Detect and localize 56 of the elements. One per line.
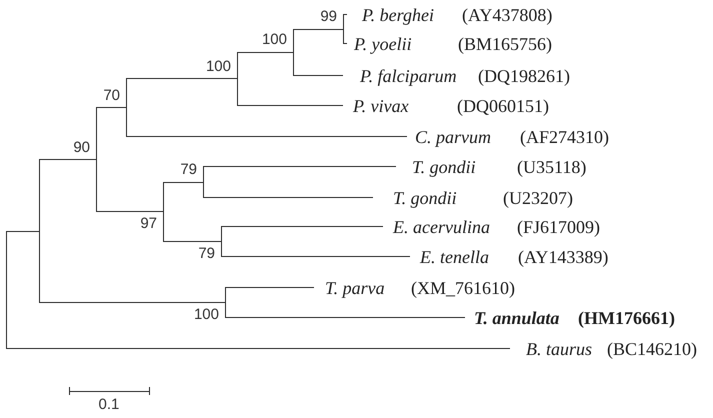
bootstrap-value: 79 [198,244,215,262]
bootstrap-value: 70 [103,86,120,104]
species-name: B. taurus [526,338,592,360]
scale-label: 0.1 [98,396,120,412]
branch-line [40,159,96,160]
branch-line [126,78,238,79]
branch-line [344,14,348,15]
accession-number: (BM165756) [458,33,552,55]
accession-number: (FJ617009) [517,216,600,238]
species-name: T. gondii [412,156,476,178]
branch-line [222,256,410,257]
bootstrap-value: 100 [206,58,231,75]
accession-number: (HM176661) [578,307,675,329]
bootstrap-value: 90 [73,138,90,156]
species-name: T. parva [325,277,385,299]
accession-number: (U35118) [517,156,586,178]
branch-line [204,197,374,198]
species-name: P. vivax [353,95,409,117]
bootstrap-value: 79 [180,161,197,178]
branch-line [344,43,348,44]
bootstrap-value: 97 [140,214,157,232]
bootstrap-value: 100 [194,306,219,322]
accession-number: (AF274310) [520,126,609,148]
branch-line [294,29,344,30]
bootstrap-value: 99 [320,8,337,25]
branch-line [238,105,344,106]
branch-line [6,348,510,349]
species-name: E. acervulina [393,216,490,238]
branch-line [238,52,294,53]
species-name: P. yoelii [354,33,412,55]
branch-line [294,75,344,76]
branch-line [40,302,226,303]
accession-number: (AY143389) [518,246,608,268]
accession-number: (U23207) [503,187,573,209]
species-name: E. tenella [420,246,489,268]
branch-line [164,182,204,183]
accession-number: (DQ060151) [457,95,549,117]
species-name: C. parvum [415,126,491,148]
branch-line [226,317,466,318]
species-name: T. gondii [393,187,457,209]
branch-line [204,166,396,167]
branch-line [96,107,126,108]
branch-line [96,211,164,212]
branch-line [164,241,222,242]
species-name: P. berghei [362,4,434,26]
accession-number: (BC146210) [607,338,697,360]
branch-line [6,231,40,232]
branch-line [126,136,408,137]
species-name: T. annulata [474,307,560,329]
species-name: P. falciparum [360,65,457,87]
branch-line [222,226,384,227]
bootstrap-value: 100 [262,31,287,48]
accession-number: (AY437808) [462,4,552,26]
branch-line [226,287,314,288]
accession-number: (DQ198261) [478,65,570,87]
accession-number: (XM_761610) [411,277,515,299]
